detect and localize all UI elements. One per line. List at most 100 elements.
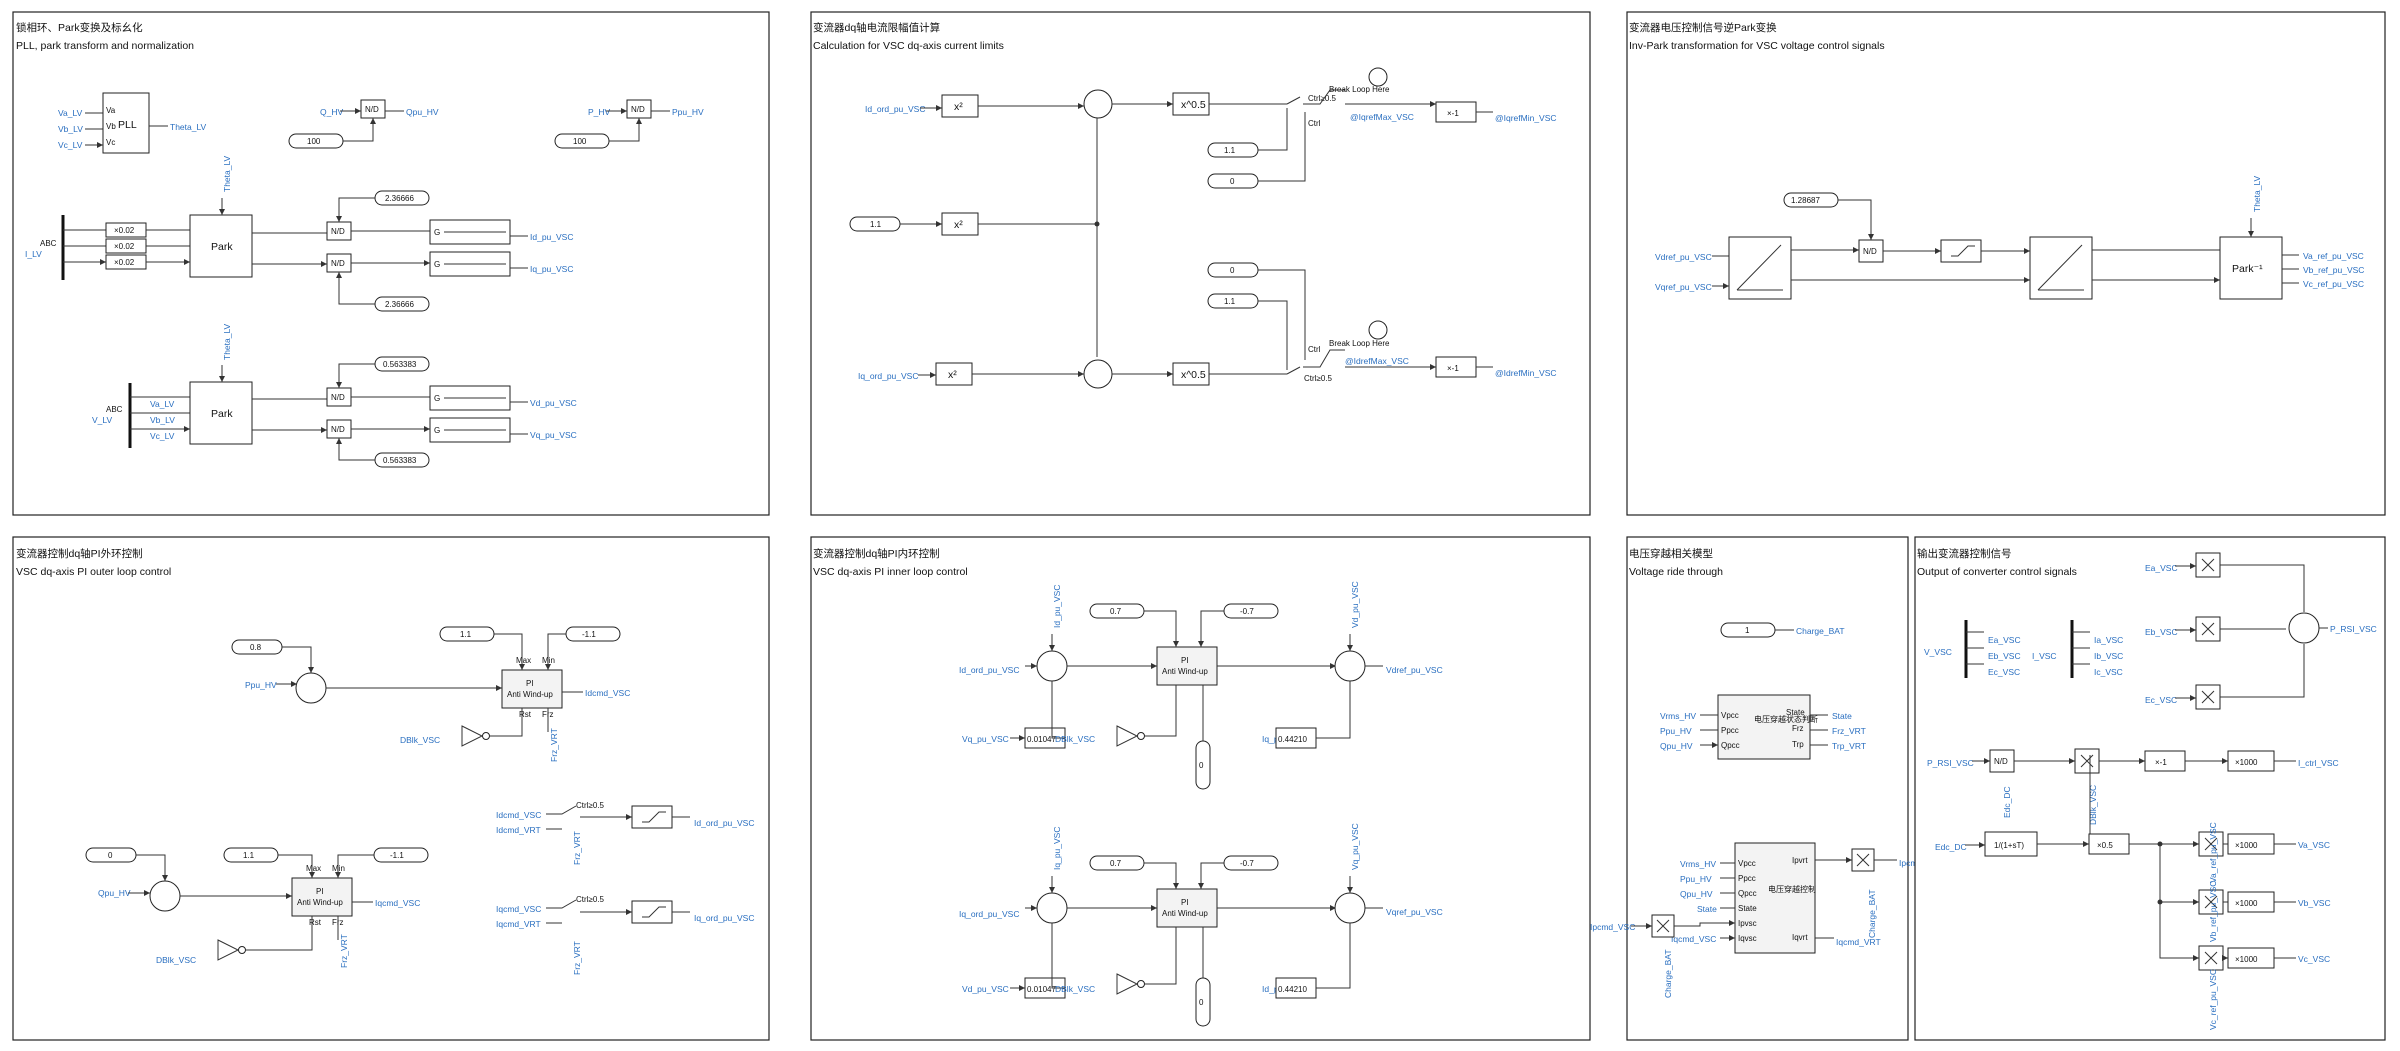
vrtc-in-qpu: Qpu_HV bbox=[1680, 889, 1713, 899]
sw1-idcmd-vrt: Idcmd_VRT bbox=[496, 825, 541, 835]
sum-iq[interactable] bbox=[1083, 359, 1113, 389]
sum-outer-q[interactable] bbox=[149, 880, 181, 912]
ctrl-1: Ctrl bbox=[1308, 119, 1321, 128]
const-07-q-label: 0.7 bbox=[1110, 859, 1122, 868]
panel-output-frame bbox=[1914, 536, 2386, 1041]
k1000-irsi-label: ×1000 bbox=[2235, 758, 2258, 767]
gain-inner-d2-label: 0.44210 bbox=[1278, 735, 1307, 744]
const-11-outer-q-label: 1.1 bbox=[243, 851, 255, 860]
out-eb-bus: Eb_VSC bbox=[1988, 651, 2021, 661]
panel-outer: 变流器控制dq轴PI外环控制 VSC dq-axis PI outer loop… bbox=[12, 536, 770, 1041]
i-lv-label: I_LV bbox=[25, 249, 42, 259]
vrt-charge-bat-l: Charge_BAT bbox=[1663, 949, 1673, 998]
vrt-in-qpu: Qpu_HV bbox=[1660, 741, 1693, 751]
sum-inner-d-out[interactable] bbox=[1334, 650, 1366, 682]
panel-vrt-title-en: Voltage ride through bbox=[1629, 566, 1723, 578]
out-vc-ref: Vc_ref_pu_VSC bbox=[2208, 969, 2218, 1030]
polar-block-1[interactable] bbox=[1728, 236, 1792, 300]
vrt-in-vrms: Vrms_HV bbox=[1660, 711, 1696, 721]
sum-inner-q[interactable] bbox=[1036, 892, 1068, 924]
invpark-vc-ref: Vc_ref_pu_VSC bbox=[2303, 279, 2364, 289]
inner-vd-in: Vd_pu_VSC bbox=[962, 984, 1009, 994]
pi-inner-q[interactable] bbox=[1156, 888, 1218, 928]
panel-output-title-cn: 输出变流器控制信号 bbox=[1917, 547, 2012, 560]
vrtc-p-qpcc: Qpcc bbox=[1738, 889, 1757, 898]
sum-p-rsi[interactable] bbox=[2288, 612, 2320, 644]
sum-outer-d[interactable] bbox=[295, 672, 327, 704]
panel-vrt-title-cn: 电压穿越相关模型 bbox=[1629, 547, 1713, 560]
outer-dblk-q: DBlk_VSC bbox=[156, 955, 196, 965]
inner-vq-in: Vq_pu_VSC bbox=[962, 734, 1009, 744]
out-vc: Vc_VSC bbox=[2298, 954, 2330, 964]
lag-block-label: 1/(1+sT) bbox=[1994, 841, 2024, 850]
out-vb: Vb_VSC bbox=[2298, 898, 2331, 908]
pi-outer-d[interactable] bbox=[501, 669, 563, 709]
const-056-bot-label: 0.563383 bbox=[383, 456, 417, 465]
vrt-judge-p-ppcc: Ppcc bbox=[1721, 726, 1739, 735]
vrt-judge-o-trp: Trp bbox=[1792, 740, 1804, 749]
id-max-label: @IdrefMax_VSC bbox=[1345, 356, 1409, 366]
pll-block[interactable] bbox=[102, 92, 150, 154]
panel-outer-title-cn: 变流器控制dq轴PI外环控制 bbox=[16, 547, 143, 560]
invpark-theta: Theta_LV bbox=[2252, 175, 2262, 212]
out-i-ctrl: I_ctrl_VSC bbox=[2298, 758, 2339, 768]
sqrt-id-label: x^0.5 bbox=[1181, 99, 1206, 111]
break-loop-2[interactable] bbox=[1368, 320, 1388, 340]
out-ea-in: Ea_VSC bbox=[2145, 563, 2178, 573]
pi-inner-d[interactable] bbox=[1156, 646, 1218, 686]
pll-block-label: PLL bbox=[118, 119, 137, 131]
iq-max-label: @IqrefMax_VSC bbox=[1350, 112, 1414, 122]
sw1-limiter[interactable] bbox=[631, 805, 673, 829]
const-08-label: 0.8 bbox=[250, 643, 262, 652]
polar-block-2[interactable] bbox=[2029, 236, 2093, 300]
park-block-v[interactable] bbox=[189, 381, 253, 445]
out-ec-in: Ec_VSC bbox=[2145, 695, 2177, 705]
sum-id[interactable] bbox=[1083, 89, 1113, 119]
break-loop-1[interactable] bbox=[1368, 67, 1388, 87]
sw1-frz: Frz_VRT bbox=[572, 831, 582, 865]
filter-iq-g: G bbox=[434, 260, 440, 269]
sum-inner-q-out[interactable] bbox=[1334, 892, 1366, 924]
panel-invpark-title-en: Inv-Park transformation for VSC voltage … bbox=[1629, 40, 1885, 52]
const-11-outer-d-label: 1.1 bbox=[460, 630, 472, 639]
const-100-q-label: 100 bbox=[307, 137, 321, 146]
break-loop-1-label: Break Loop Here bbox=[1329, 85, 1390, 94]
const-11-a-label: 1.1 bbox=[1224, 146, 1236, 155]
iq-pu-out: Iq_pu_VSC bbox=[530, 264, 573, 274]
vrt-in-ppu: Ppu_HV bbox=[1660, 726, 1692, 736]
pi-outer-q[interactable] bbox=[291, 877, 353, 917]
k05-label: ×0.5 bbox=[2097, 841, 2113, 850]
out-ec-bus: Ec_VSC bbox=[1988, 667, 2020, 677]
gain-002-b-label: ×0.02 bbox=[114, 242, 135, 251]
q-hv-label: Q_HV bbox=[320, 107, 343, 117]
sum-inner-d[interactable] bbox=[1036, 650, 1068, 682]
lim-id-ord: Id_ord_pu_VSC bbox=[865, 104, 926, 114]
out-ea-bus: Ea_VSC bbox=[1988, 635, 2021, 645]
pi-outer-d-max: Max bbox=[516, 656, 531, 665]
panel-invpark: 变流器电压控制信号逆Park变换 Inv-Park transformation… bbox=[1626, 11, 2386, 516]
neg1-output-label: ×-1 bbox=[2155, 758, 2167, 767]
vrt-ctrl-block[interactable] bbox=[1734, 842, 1816, 954]
filter-vq-g: G bbox=[434, 426, 440, 435]
park-block-i[interactable] bbox=[189, 214, 253, 278]
outer-frz-vrt-d: Frz_VRT bbox=[549, 728, 559, 762]
const-100-p-label: 100 bbox=[573, 137, 587, 146]
va-lv-in: Va_LV bbox=[150, 399, 175, 409]
vq-pu-out: Vq_pu_VSC bbox=[530, 430, 577, 440]
abc-i-label: ABC bbox=[40, 239, 57, 248]
const-0-a-label: 0 bbox=[1230, 177, 1235, 186]
x2-id-label: x² bbox=[954, 101, 963, 113]
panel-vrt: 电压穿越相关模型 Voltage ride through 1 Charge_B… bbox=[1590, 536, 1944, 1041]
sw2-limiter[interactable] bbox=[631, 900, 673, 924]
out-ic-bus: Ic_VSC bbox=[2094, 667, 2123, 677]
panel-vrt-frame bbox=[1626, 536, 1909, 1041]
outer-ppu-hv: Ppu_HV bbox=[245, 680, 277, 690]
panel-outer-title-en: VSC dq-axis PI outer loop control bbox=[16, 566, 171, 578]
vrt-judge-block[interactable] bbox=[1717, 694, 1811, 760]
nd-output-label: N/D bbox=[1994, 757, 2008, 766]
sw2-iqcmd-vrt: Iqcmd_VRT bbox=[496, 919, 541, 929]
inner-vdref-out: Vdref_pu_VSC bbox=[1386, 665, 1443, 675]
limit-block-invpark[interactable] bbox=[1940, 239, 1982, 263]
outer-qpu-hv: Qpu_HV bbox=[98, 888, 131, 898]
ctrl-ge05-2: Ctrl≥0.5 bbox=[1304, 374, 1333, 383]
